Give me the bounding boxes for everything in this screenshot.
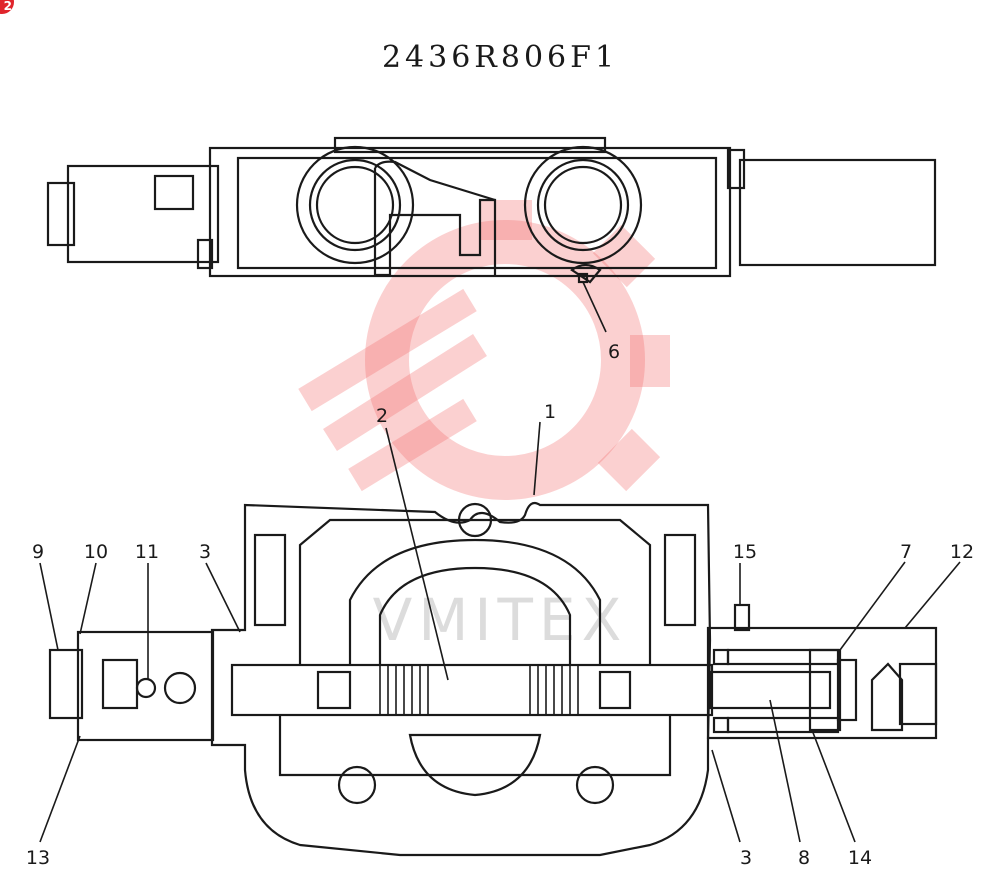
callout-3-upper: 3 — [199, 541, 211, 563]
callout-labels: 6 1 2 9 10 11 3 15 7 12 13 3 8 14 — [26, 341, 974, 869]
callout-6: 6 — [608, 341, 620, 363]
top-port-right — [523, 145, 643, 265]
spool — [230, 663, 714, 717]
leader-lines — [39, 281, 961, 843]
callout-1: 1 — [544, 401, 556, 423]
callout-8: 8 — [798, 847, 810, 869]
part-number-title: 2436R806F1 — [381, 40, 619, 75]
callout-10: 10 — [84, 541, 108, 563]
corner-badge: 2 — [0, 0, 14, 14]
callout-15: 15 — [733, 541, 757, 563]
callout-3-lower: 3 — [740, 847, 752, 869]
valve-section-view — [48, 501, 938, 857]
callout-12: 12 — [950, 541, 974, 563]
callout-13: 13 — [26, 847, 50, 869]
spool-grooves — [379, 666, 579, 714]
callout-9: 9 — [32, 541, 44, 563]
callout-14: 14 — [848, 847, 872, 869]
top-port-left — [295, 145, 415, 265]
watermark-gear-icon — [298, 200, 670, 500]
callout-11: 11 — [135, 541, 159, 563]
valve-top-view — [46, 136, 937, 284]
callout-7: 7 — [900, 541, 912, 563]
watermark: VMITEX — [298, 200, 670, 654]
watermark-text: VMITEX — [373, 586, 628, 654]
piston — [708, 670, 832, 710]
callout-2: 2 — [376, 405, 388, 427]
